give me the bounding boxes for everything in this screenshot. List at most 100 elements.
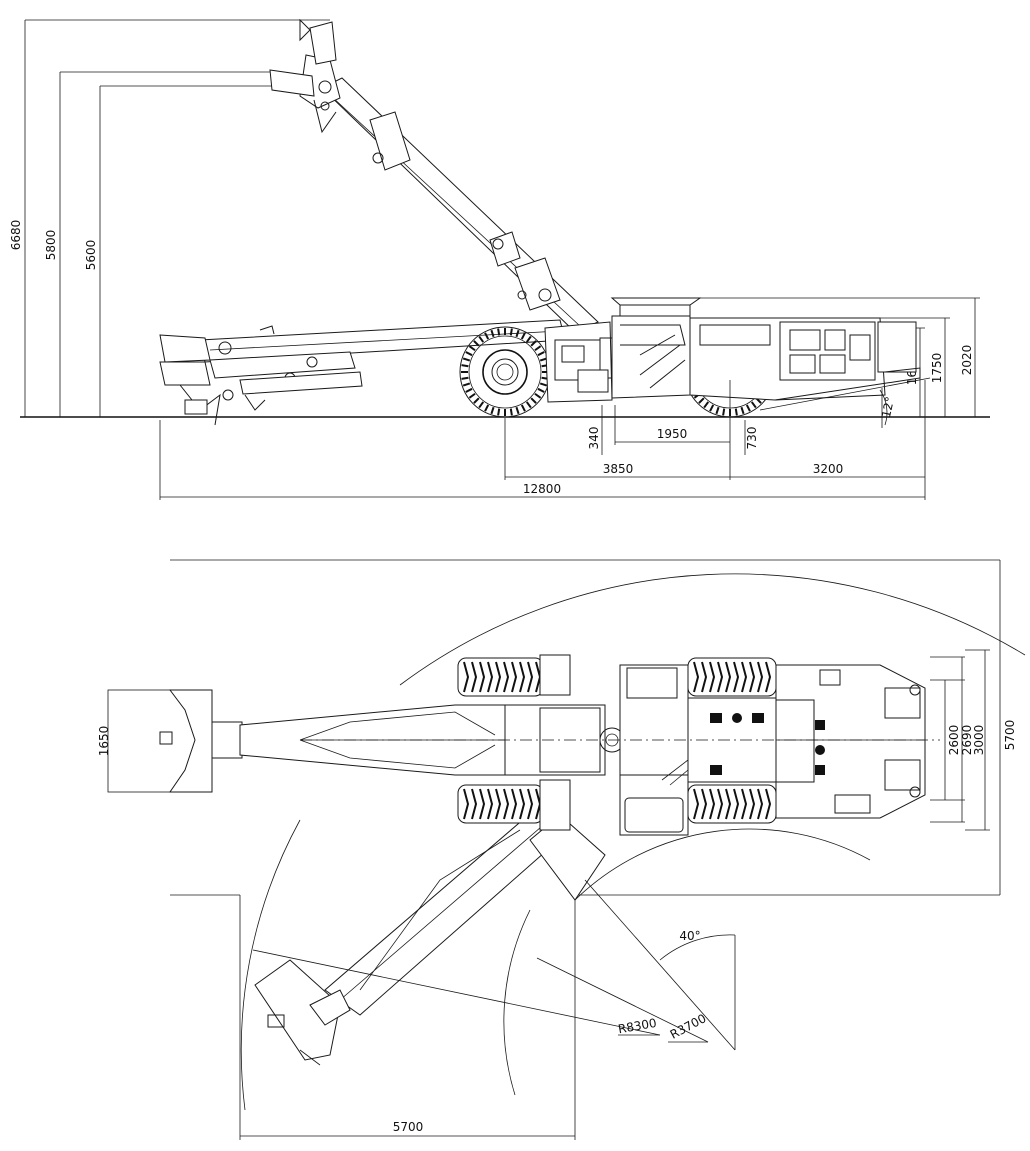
tread-mark (509, 408, 513, 416)
top-tread-mark (471, 788, 478, 820)
top-tread-mark (701, 661, 708, 693)
tread-mark (530, 340, 537, 347)
height-5600-label: 5600 (84, 240, 98, 271)
height-5800-label: 5800 (44, 230, 58, 261)
tread-mark (740, 406, 745, 415)
top-tread-mark (709, 788, 716, 820)
tread-mark (497, 408, 501, 416)
tread-mark (534, 392, 542, 399)
departure-angle-label: 12° (879, 395, 897, 419)
tread-mark (462, 357, 471, 362)
tread-mark (722, 408, 726, 416)
tread-mark (465, 387, 473, 393)
top-tread-mark (701, 788, 708, 820)
turning-radius-lines (252, 879, 736, 1051)
top-view: 5700 2600 2690 3000 5700 1650 (97, 559, 1026, 1140)
top-tread-mark (479, 661, 486, 693)
top-tread-mark (741, 661, 748, 693)
top-tread-mark (479, 788, 486, 820)
height-2020-label: 2020 (960, 345, 974, 376)
width-dimensions (930, 649, 990, 831)
rear-gap-label: 730 (745, 427, 759, 450)
tread-mark (484, 332, 490, 340)
ground-clearance-label: 340 (587, 427, 601, 450)
tread-mark (468, 345, 476, 352)
tread-mark (698, 397, 705, 404)
width-3000-label: 3000 (972, 725, 986, 756)
turn-width-label: 5700 (393, 1120, 424, 1134)
top-tread-mark (717, 788, 724, 820)
tread-mark (709, 404, 715, 412)
tread-mark (520, 404, 526, 412)
straight-boom (107, 689, 506, 793)
top-tread-mark (765, 788, 772, 820)
tread-mark (509, 328, 513, 336)
tread-mark (473, 397, 480, 404)
turning-envelope (170, 559, 1026, 1140)
top-tread-mark (749, 788, 756, 820)
tread-mark (530, 397, 537, 404)
tread-mark (715, 406, 720, 415)
tread-mark (750, 401, 757, 409)
tread-mark (539, 357, 548, 362)
top-tread-mark (733, 788, 740, 820)
tread-mark (497, 328, 501, 336)
articulated-boom (254, 804, 571, 1066)
top-tread-mark (471, 661, 478, 693)
side-view: 6680 5800 5600 2020 1750 1640 (9, 18, 990, 500)
top-tread-mark (757, 661, 764, 693)
tread-mark (478, 335, 485, 343)
tread-mark (537, 387, 545, 393)
width-2600-label: 2600 (947, 725, 961, 756)
top-tread-mark (495, 661, 502, 693)
tread-mark (478, 401, 485, 409)
tread-mark (461, 376, 469, 380)
top-tread-mark (463, 788, 470, 820)
bucket-width-label: 1650 (97, 726, 111, 757)
departure-angle (759, 377, 931, 428)
chassis-top (300, 654, 940, 836)
top-tread-mark (709, 661, 716, 693)
top-tread-mark (527, 661, 534, 693)
wheelbase-label: 3850 (603, 462, 634, 476)
top-tread-mark (749, 661, 756, 693)
top-tread-mark (511, 788, 518, 820)
top-tread-mark (511, 661, 518, 693)
width-2690-label: 2690 (960, 725, 974, 756)
top-tread-mark (757, 788, 764, 820)
tread-mark (525, 401, 532, 409)
overall-length-label: 12800 (523, 482, 561, 496)
tread-mark (473, 340, 480, 347)
tread-mark (539, 382, 548, 387)
tread-mark (515, 406, 520, 415)
tread-mark (525, 335, 532, 343)
articulation-angle-label: 40° (679, 929, 700, 943)
height-1750-label: 1750 (930, 353, 944, 384)
top-tread-mark (503, 661, 510, 693)
top-tread-mark (725, 788, 732, 820)
tread-mark (515, 329, 520, 338)
top-tread-mark (519, 661, 526, 693)
tread-mark (462, 382, 471, 387)
top-tire-treads (463, 661, 772, 820)
top-tread-mark (741, 788, 748, 820)
height-6680-label: 6680 (9, 220, 23, 251)
tread-mark (734, 408, 738, 416)
top-tread-mark (733, 661, 740, 693)
top-tread-mark (487, 661, 494, 693)
tread-mark (703, 401, 710, 409)
top-tread-mark (717, 661, 724, 693)
top-tread-mark (487, 788, 494, 820)
top-tread-mark (693, 788, 700, 820)
rear-overhang-label: 3200 (813, 462, 844, 476)
tread-mark (484, 404, 490, 412)
top-tread-mark (725, 661, 732, 693)
top-tread-mark (693, 661, 700, 693)
tread-mark (537, 351, 545, 357)
length-dimensions (159, 380, 926, 500)
outer-radius-label: R8300 (617, 1016, 658, 1037)
tread-mark (534, 345, 542, 352)
tread-mark (745, 404, 751, 412)
chassis-side (544, 297, 921, 403)
